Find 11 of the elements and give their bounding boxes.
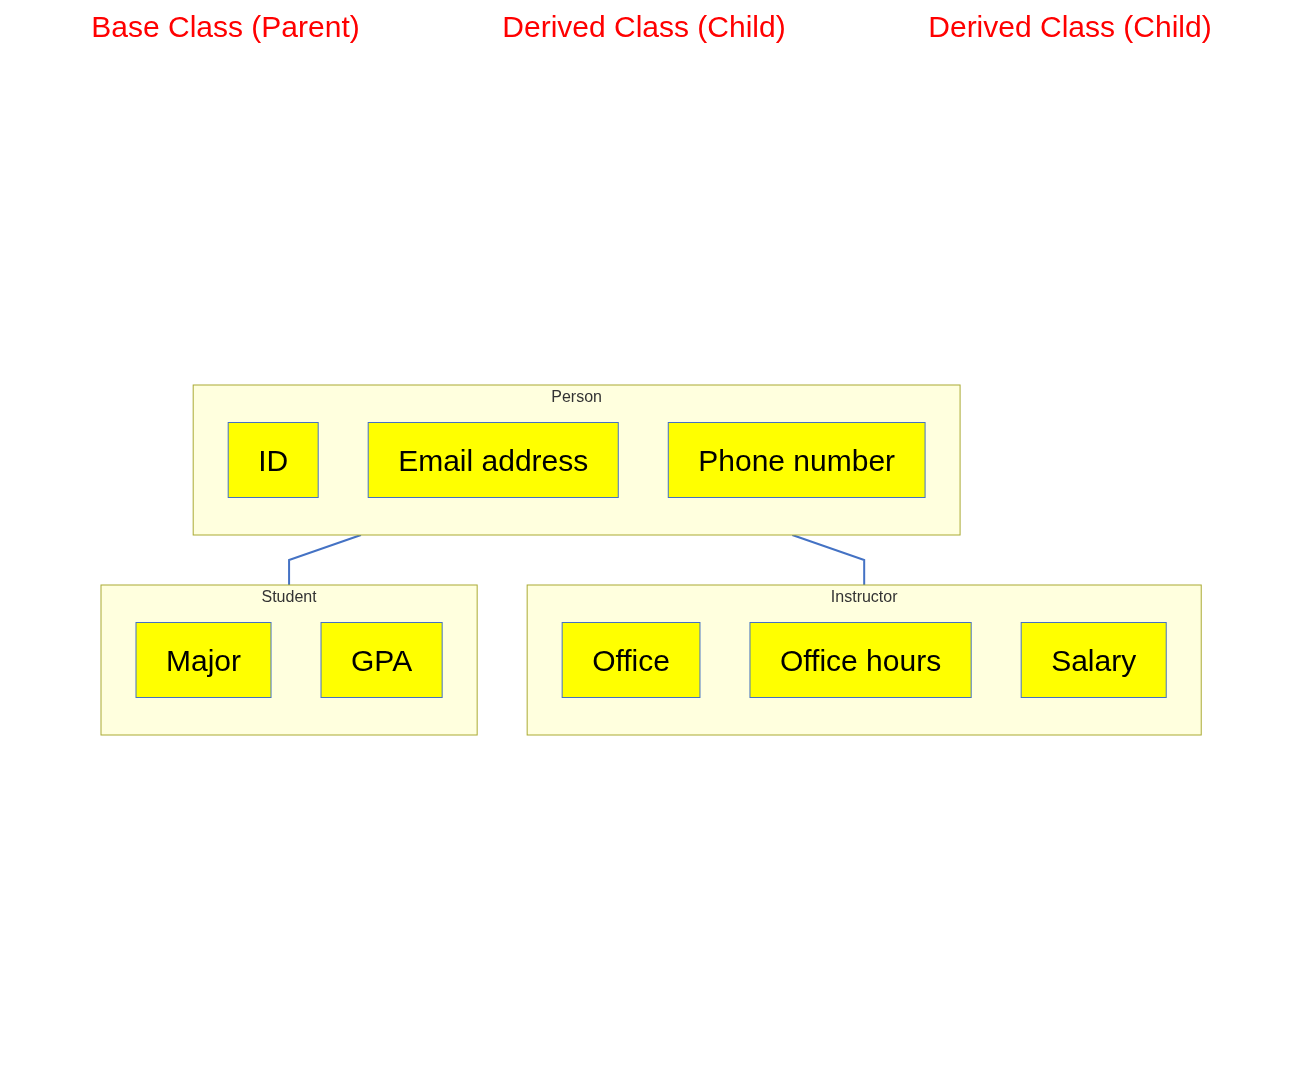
node-box: Salary [1021, 622, 1168, 698]
class-caption: Base Class (Parent) [91, 10, 360, 45]
class-caption: Derived Class (Child) [928, 10, 1212, 45]
node-box: Office [562, 622, 701, 698]
node-box: Major [135, 622, 272, 698]
node-box: Phone number [668, 422, 926, 498]
node-box: Email address [368, 422, 620, 498]
node-box: ID [228, 422, 320, 498]
node-box: GPA [320, 622, 444, 698]
node-box: Office hours [749, 622, 973, 698]
class-caption: Derived Class (Child) [502, 10, 786, 45]
